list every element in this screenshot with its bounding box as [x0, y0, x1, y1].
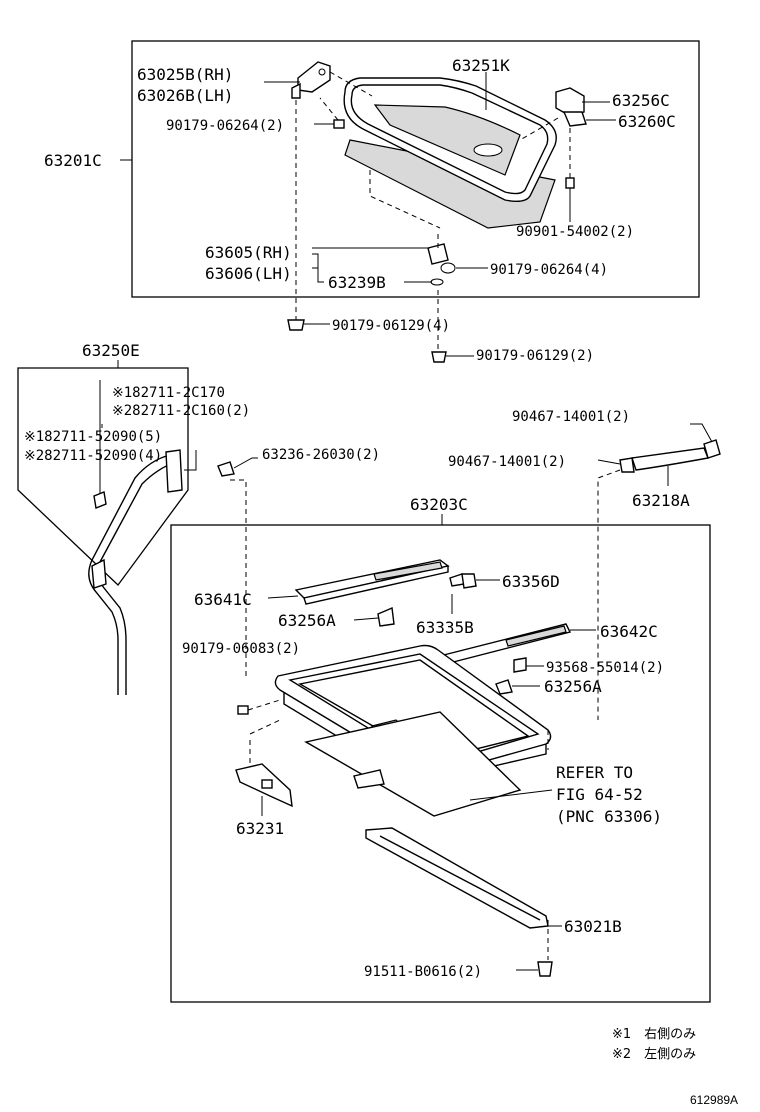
- label-63201C: 63201C: [44, 151, 102, 170]
- note-rh-only: ※1 右側のみ: [612, 1027, 696, 1042]
- bracket-63231-illustration: [235, 763, 293, 808]
- label-63641C: 63641C: [194, 590, 252, 609]
- sunshade-panel-illustration: [304, 711, 522, 817]
- grommet-illustration: [287, 319, 305, 331]
- label-63218A: 63218A: [632, 491, 690, 510]
- label-63251K: 63251K: [452, 56, 510, 75]
- label-93568-55014: 93568-55014(2): [546, 660, 664, 676]
- label-63250E: 63250E: [82, 341, 140, 360]
- rear-bracket-illustration: [555, 87, 587, 189]
- glass-panel-illustration: [343, 77, 557, 229]
- label-refer-pnc: (PNC 63306): [556, 807, 662, 826]
- label-63236-26030: 63236-26030(2): [262, 447, 380, 463]
- label-90179-06264-2: 90179-06264(2): [166, 118, 284, 134]
- label-90901-54002: 90901-54002(2): [516, 224, 634, 240]
- clip-63236-illustration: [217, 461, 235, 477]
- hinge-bracket-illustration: [291, 61, 331, 99]
- label-refer-to: REFER TO: [556, 763, 633, 782]
- label-82711-2C170: ※182711-2C170: [112, 385, 225, 401]
- left-rail-illustration: [294, 559, 450, 605]
- hose-illustration: [619, 439, 721, 473]
- housing-assembly-frame: [170, 524, 711, 1003]
- label-63256C: 63256C: [612, 91, 670, 110]
- label-refer-fig: FIG 64-52: [556, 785, 643, 804]
- nut-illustration: [513, 657, 527, 673]
- label-63356D: 63356D: [502, 572, 560, 591]
- bracket-63256A-illustration: [377, 606, 395, 627]
- label-91511-B0616: 91511-B0616(2): [364, 964, 482, 980]
- sunshade-assembly-frame: [131, 40, 700, 298]
- clip-90179-06083-illustration: [237, 705, 249, 715]
- drain-hose-illustration: [88, 449, 183, 695]
- clip-illustration: [333, 119, 345, 129]
- front-rail-illustration: [365, 827, 549, 929]
- label-90179-06129-4: 90179-06129(4): [332, 318, 450, 334]
- label-90179-06083: 90179-06083(2): [182, 641, 300, 657]
- label-63606: 63606(LH): [205, 264, 292, 283]
- label-63239B: 63239B: [328, 273, 386, 292]
- grommet-illustration-2: [431, 351, 447, 363]
- label-63256A-1: 63256A: [278, 611, 336, 630]
- label-90179-06264-4: 90179-06264(4): [490, 262, 608, 278]
- label-82711-52090-5: ※182711-52090(5): [24, 429, 162, 445]
- bracket-63256A-2-illustration: [495, 679, 513, 695]
- label-63026B: 63026B(LH): [137, 86, 233, 105]
- label-90179-06129-2: 90179-06129(2): [476, 348, 594, 364]
- label-90467-14001-a: 90467-14001(2): [512, 409, 630, 425]
- label-63256A-2: 63256A: [544, 677, 602, 696]
- bolt-illustration: [537, 961, 553, 977]
- label-63642C: 63642C: [600, 622, 658, 641]
- label-63260C: 63260C: [618, 112, 676, 131]
- label-82711-52090-4: ※282711-52090(4): [24, 448, 162, 464]
- label-63231: 63231: [236, 819, 284, 838]
- label-63335B: 63335B: [416, 618, 474, 637]
- label-63025B: 63025B(RH): [137, 65, 233, 84]
- label-63605: 63605(RH): [205, 243, 292, 262]
- drain-hose-callout-frame: [17, 367, 189, 586]
- label-63203C: 63203C: [410, 495, 468, 514]
- label-90467-14001-b: 90467-14001(2): [448, 454, 566, 470]
- note-lh-only: ※2 左側のみ: [612, 1047, 696, 1062]
- label-82711-2C160: ※282711-2C160(2): [112, 403, 250, 419]
- label-63021B: 63021B: [564, 917, 622, 936]
- front-bracket-illustration: [427, 243, 456, 286]
- figure-number: 612989A: [690, 1093, 738, 1107]
